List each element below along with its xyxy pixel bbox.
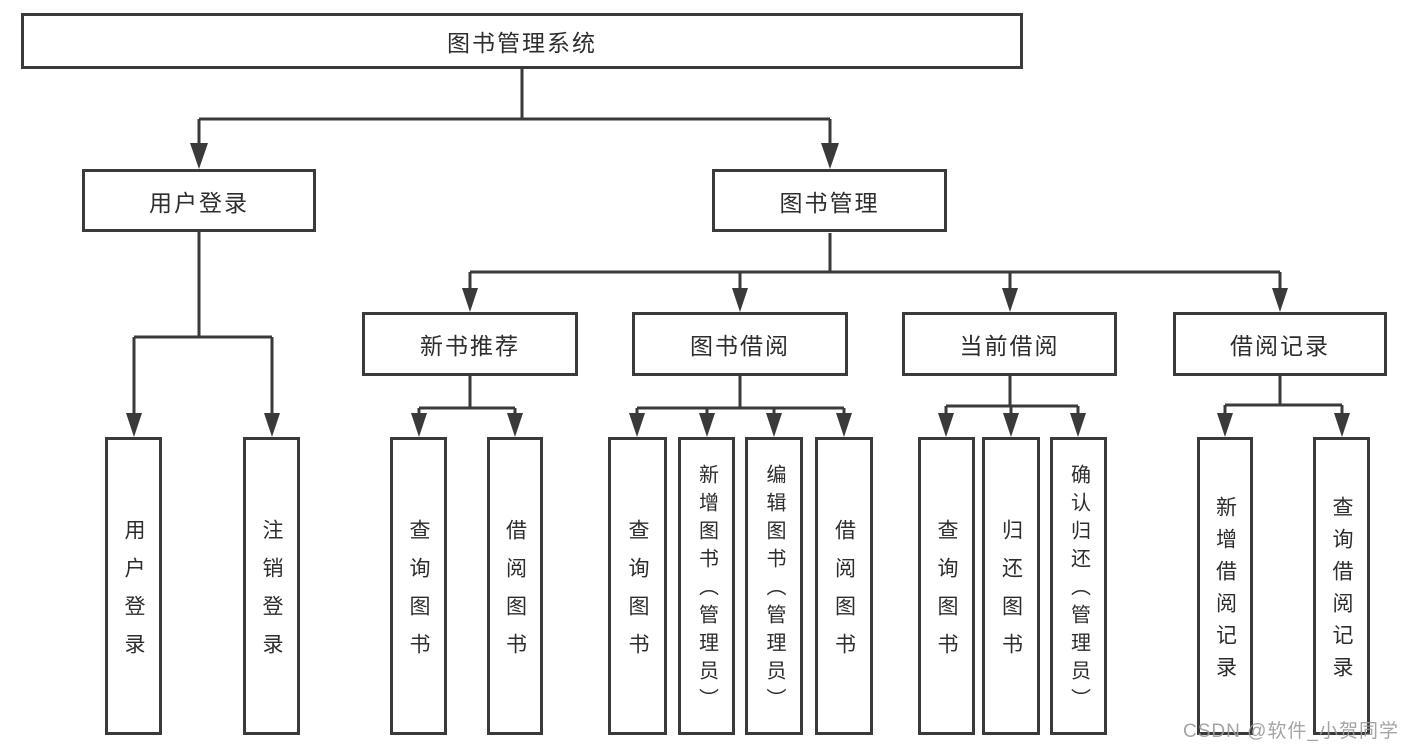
node-book-borrow: 图书借阅 (632, 312, 848, 376)
leaf-add-borrow-record: 新增借阅记录 (1197, 437, 1253, 735)
leaf-label: 借阅图书 (503, 518, 527, 671)
leaf-query-books-recommend: 查询图书 (390, 437, 447, 735)
node-label: 当前借阅 (959, 333, 1060, 359)
node-label: 新书推荐 (420, 333, 520, 359)
leaf-label: 查询借阅记录 (1330, 495, 1353, 688)
edge-root-to-branches (197, 69, 832, 150)
arrow-down-icon (629, 413, 645, 437)
leaf-label: 查询图书 (407, 518, 430, 671)
leaf-label: 用户登录 (122, 518, 145, 671)
arrow-down-icon (411, 413, 427, 437)
arrow-down-icon (264, 413, 280, 437)
arrow-down-icon (1070, 413, 1086, 437)
node-library-management-system: 图书管理系统 (21, 13, 1023, 69)
arrow-down-icon (938, 413, 954, 437)
leaf-query-borrow-record: 查询借阅记录 (1313, 437, 1370, 735)
arrow-down-icon (766, 413, 782, 437)
leaf-label: 查询图书 (935, 518, 958, 671)
leaf-edit-book-admin: 编辑图书（管理员） (745, 437, 803, 735)
edge-book-borrow-children (635, 376, 846, 420)
arrow-down-icon (1003, 413, 1019, 437)
arrow-down-icon (190, 143, 208, 169)
leaf-label: 借阅图书 (832, 518, 856, 671)
leaf-label: 新增图书（管理员） (695, 464, 718, 716)
leaf-label: 确认归还（管理员） (1067, 464, 1090, 716)
node-user-login: 用户登录 (82, 169, 316, 232)
watermark: CSDN @软件_小贺同学 (1183, 721, 1399, 742)
edge-book-management-children (468, 233, 1282, 292)
arrow-down-icon (1334, 413, 1350, 437)
arrow-down-icon (821, 143, 839, 169)
arrow-down-icon (126, 413, 142, 437)
leaf-label: 新增借阅记录 (1213, 495, 1237, 688)
node-new-book-recommend: 新书推荐 (362, 312, 578, 376)
arrow-down-icon (1272, 288, 1288, 312)
leaf-label: 查询图书 (626, 518, 649, 671)
node-label: 图书借阅 (690, 333, 790, 359)
node-label: 借阅记录 (1230, 333, 1330, 359)
arrow-down-icon (836, 413, 852, 437)
leaf-label: 注销登录 (260, 518, 283, 671)
leaf-query-books-borrow: 查询图书 (608, 437, 667, 735)
leaf-return-book: 归还图书 (982, 437, 1040, 735)
arrow-down-icon (732, 288, 748, 312)
arrow-down-icon (1217, 413, 1233, 437)
arrow-down-icon (699, 413, 715, 437)
leaf-logout: 注销登录 (243, 437, 300, 735)
arrow-down-icon (462, 288, 478, 312)
leaf-borrow-books: 借阅图书 (815, 437, 873, 735)
node-current-borrow: 当前借阅 (902, 312, 1117, 376)
edge-borrow-record-children (1223, 376, 1344, 420)
leaf-label: 归还图书 (999, 518, 1023, 671)
leaf-query-books-current: 查询图书 (918, 437, 975, 735)
node-label: 用户登录 (149, 189, 249, 216)
node-borrow-records: 借阅记录 (1173, 312, 1387, 376)
edge-user-login-children (132, 232, 274, 420)
leaf-user-login: 用户登录 (105, 437, 162, 735)
arrowheads (126, 143, 1350, 437)
leaf-borrow-books-recommend: 借阅图书 (487, 437, 543, 735)
node-label: 图书管理系统 (447, 30, 597, 56)
edge-new-book-children (417, 376, 517, 420)
leaf-add-book-admin: 新增图书（管理员） (678, 437, 735, 735)
arrow-down-icon (1002, 288, 1018, 312)
arrow-down-icon (507, 413, 523, 437)
node-book-management: 图书管理 (712, 169, 947, 232)
leaf-confirm-return-admin: 确认归还（管理员） (1050, 437, 1107, 735)
node-label: 图书管理 (779, 189, 880, 216)
leaf-label: 编辑图书（管理员） (763, 464, 785, 716)
